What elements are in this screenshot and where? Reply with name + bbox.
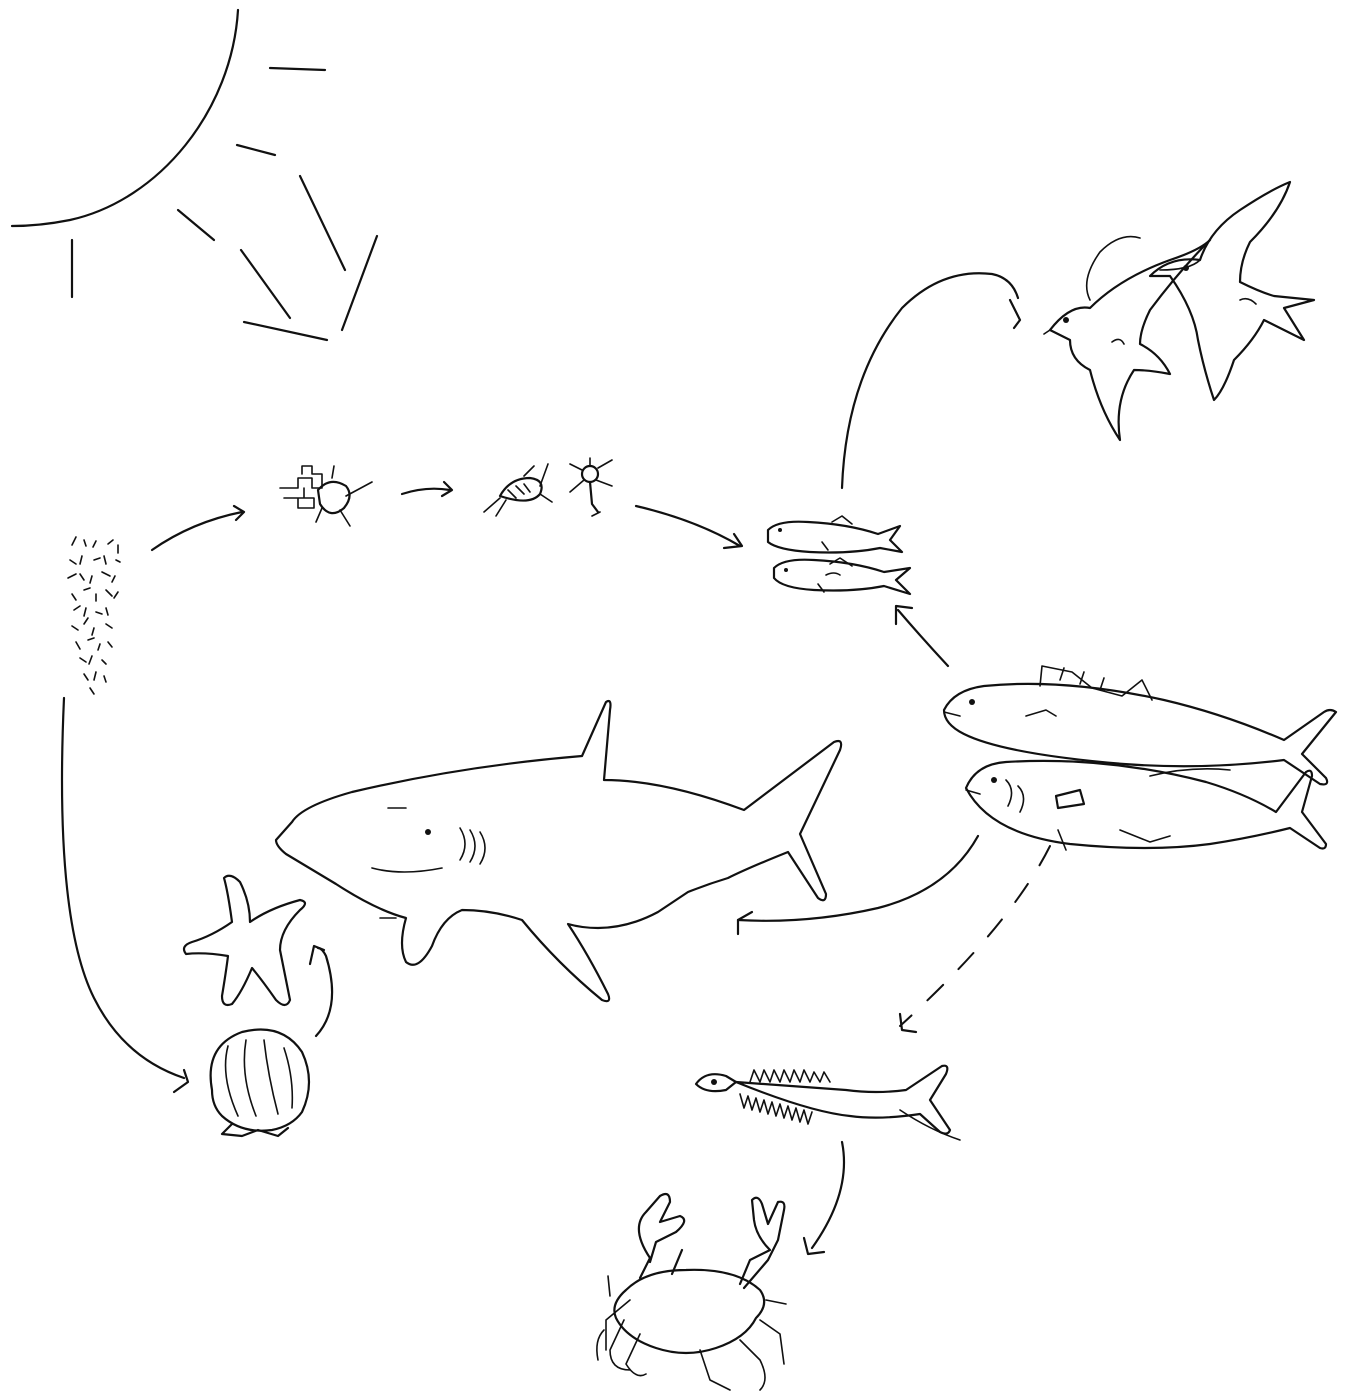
copepod <box>484 464 552 516</box>
zooplankton-icon <box>280 458 612 526</box>
scallop-icon <box>211 1030 309 1137</box>
crab-icon <box>597 1194 786 1390</box>
shark-icon <box>276 701 841 1001</box>
small-fish-icon <box>768 516 910 594</box>
krill <box>570 458 612 516</box>
edge-phytoplankton-to-zooplankton <box>152 506 244 550</box>
large-fish-bottom <box>966 761 1326 850</box>
edge-large-fish-to-fish-skeleton <box>900 846 1050 1032</box>
edge-small-fish-to-seabirds <box>842 273 1020 488</box>
large-fish-icon <box>944 666 1336 850</box>
large-fish-top <box>944 666 1336 784</box>
edge-zooplankton-to-small-fish <box>636 506 742 548</box>
fish-skeleton-icon <box>696 1066 960 1140</box>
edge-scallop-to-starfish <box>310 946 332 1036</box>
edge-fish-skeleton-to-crab <box>804 1142 844 1254</box>
edge-zooplankton-internal <box>402 482 452 496</box>
seabird-2 <box>1150 182 1314 400</box>
edge-large-fish-to-shark <box>738 836 978 934</box>
seabird-icon <box>1044 182 1314 440</box>
zooplankton-colony <box>280 466 372 526</box>
phytoplankton-icon <box>68 537 120 694</box>
edge-large-fish-to-small-fish <box>896 606 948 666</box>
edge-phytoplankton-to-scallop <box>62 698 188 1092</box>
starfish-icon <box>184 876 305 1005</box>
sun-icon <box>12 10 377 340</box>
